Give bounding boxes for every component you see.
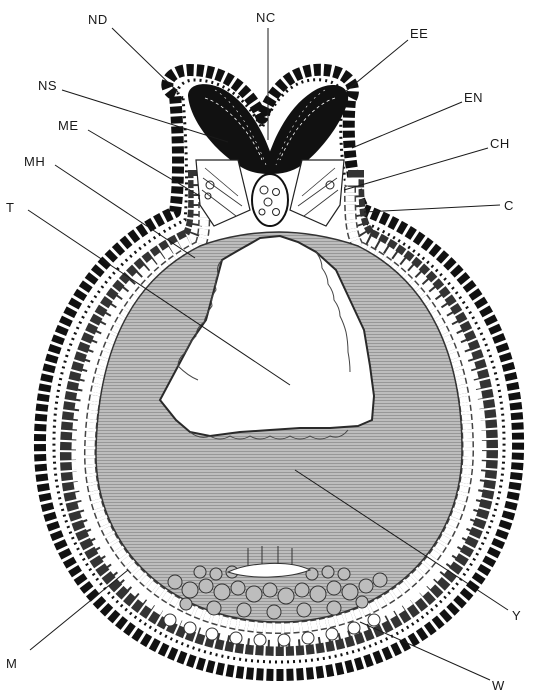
label-y: Y — [512, 608, 521, 623]
label-me: ME — [58, 118, 79, 133]
label-ch: CH — [490, 136, 510, 151]
label-mh: MH — [24, 154, 45, 169]
label-c: C — [504, 198, 514, 213]
label-ee: EE — [410, 26, 428, 41]
label-m: M — [6, 656, 17, 671]
label-en: EN — [464, 90, 483, 105]
label-t: T — [6, 200, 14, 215]
label-nc: NC — [256, 10, 276, 25]
notochord — [252, 174, 288, 226]
label-w: W — [492, 678, 505, 693]
label-ns: NS — [38, 78, 57, 93]
label-nd: ND — [88, 12, 108, 27]
